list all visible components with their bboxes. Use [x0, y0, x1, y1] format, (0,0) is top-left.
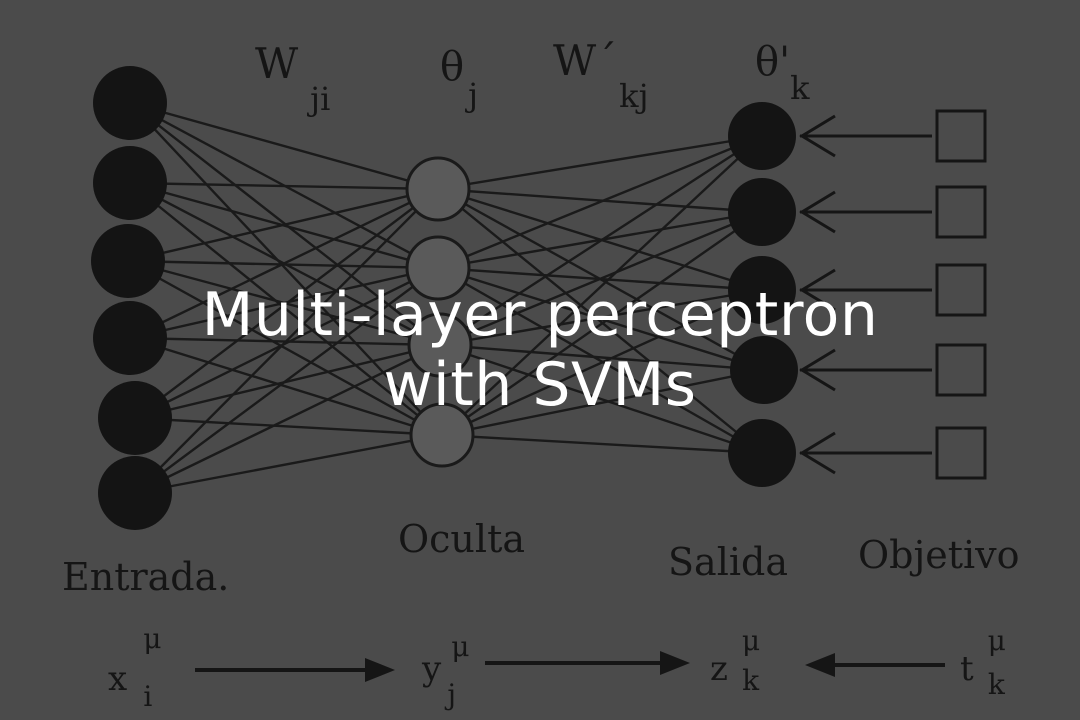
- connection-line: [439, 343, 765, 372]
- output-neuron: [728, 256, 796, 324]
- connection-line: [439, 288, 763, 347]
- connection-line: [441, 433, 763, 455]
- target-arrow-head: [799, 268, 836, 312]
- layer-label-target: Objetivo: [858, 533, 1020, 577]
- target-arrow-head: [799, 348, 836, 392]
- connection-line: [439, 134, 763, 347]
- theta-k-label: θ'k: [755, 39, 810, 107]
- connection-line: [129, 266, 439, 340]
- connection-line: [127, 187, 439, 263]
- connection-line: [437, 134, 763, 191]
- connection-line: [129, 182, 443, 436]
- hidden-neuron: [409, 402, 475, 468]
- target-box: [935, 263, 987, 317]
- layer-label-hidden: Oculta: [398, 517, 525, 561]
- target-box: [935, 185, 987, 239]
- connection-line: [134, 188, 439, 494]
- connection-line: [441, 211, 763, 436]
- connection-line: [437, 187, 763, 214]
- input-neuron: [98, 456, 172, 530]
- flow-arrow-y-to-z: [485, 651, 690, 675]
- title-line-2: with SVMs: [383, 350, 697, 420]
- target-arrow-head: [799, 114, 836, 158]
- hidden-neuron: [405, 235, 471, 301]
- input-neuron: [93, 66, 167, 140]
- connection-line: [134, 343, 441, 495]
- connection-line: [441, 135, 763, 436]
- target-arrow-head: [799, 431, 836, 475]
- connection-lines: [127, 101, 765, 495]
- output-neuron: [728, 102, 796, 170]
- connection-line: [437, 266, 763, 455]
- input-neuron: [98, 381, 172, 455]
- flow-arrow-x-to-y: [195, 658, 395, 682]
- input-neuron: [93, 146, 167, 220]
- connection-line: [127, 259, 443, 437]
- output-neuron: [730, 336, 798, 404]
- network-nodes: [91, 66, 798, 530]
- connection-line: [441, 288, 763, 437]
- target-box: [935, 109, 987, 163]
- flow-arrow-t-to-z: [805, 653, 945, 677]
- connection-line: [134, 416, 443, 437]
- connection-line: [134, 266, 439, 420]
- connection-line: [134, 188, 439, 419]
- target-box: [935, 426, 987, 480]
- layer-label-input: Entrada.: [62, 555, 229, 599]
- title-line-1: Multi-layer perceptron: [201, 280, 879, 350]
- input-neuron: [91, 224, 165, 298]
- connection-line: [134, 433, 443, 495]
- target-boxes: [799, 109, 987, 480]
- hidden-neuron: [407, 312, 473, 378]
- connection-line: [439, 210, 763, 347]
- connection-line: [437, 188, 763, 454]
- output-neuron: [728, 419, 796, 487]
- weights-ji-label: Wji: [255, 39, 330, 118]
- target-box: [935, 343, 987, 397]
- connection-line: [129, 336, 443, 437]
- connection-line: [437, 266, 765, 372]
- connection-line: [441, 368, 765, 437]
- connection-line: [129, 101, 439, 191]
- overlay-title: Multi-layer perceptron with SVMs: [90, 280, 990, 420]
- connection-line: [129, 187, 439, 340]
- layer-label-output: Salida: [668, 540, 788, 584]
- target-arrow-head: [799, 190, 836, 234]
- connection-line: [134, 267, 439, 494]
- connection-line: [129, 181, 439, 191]
- theta-j-label: θj: [440, 44, 478, 114]
- connection-line: [439, 343, 763, 455]
- weights-kj-label: W´kj: [553, 36, 648, 115]
- connection-line: [129, 102, 443, 436]
- connection-line: [437, 134, 763, 270]
- hidden-neuron: [405, 156, 471, 222]
- connection-line: [134, 343, 441, 420]
- output-neuron: [728, 178, 796, 246]
- input-neuron: [93, 301, 167, 375]
